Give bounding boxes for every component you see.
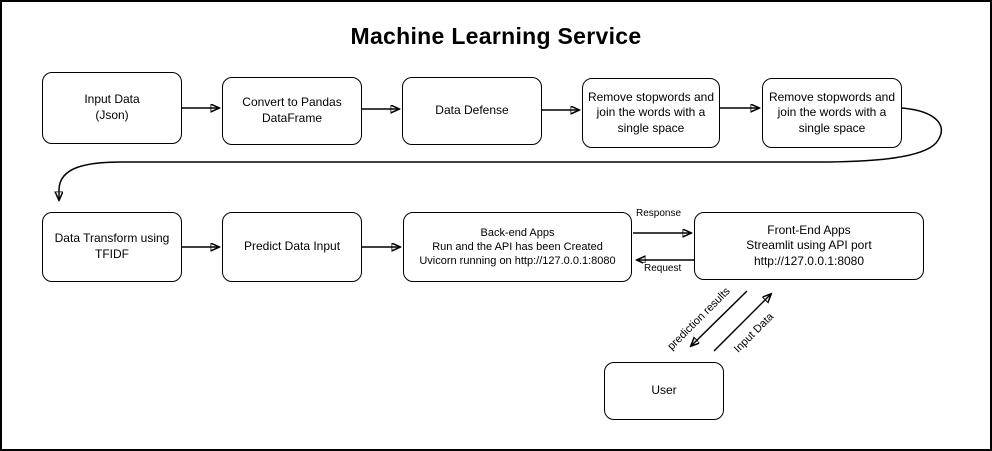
node-backend: Back-end Apps Run and the API has been C…: [403, 212, 632, 282]
node-remove-stopwords-2: Remove stopwords and join the words with…: [762, 78, 902, 148]
node-data-transform: Data Transform using TFIDF: [42, 212, 182, 282]
node-data-transform-label: Data Transform using TFIDF: [54, 231, 170, 261]
node-backend-label: Back-end Apps Run and the API has been C…: [419, 226, 616, 268]
edge-label-input-data: Input Data: [731, 310, 777, 356]
node-predict: Predict Data Input: [222, 212, 362, 282]
node-user-label: User: [651, 383, 677, 398]
node-convert-pandas: Convert to Pandas DataFrame: [222, 77, 362, 145]
node-input-data: Input Data (Json): [42, 72, 182, 144]
node-remove-stopwords-1-label: Remove stopwords and join the words with…: [587, 89, 715, 135]
node-data-defense: Data Defense: [402, 77, 542, 145]
node-frontend: Front-End Apps Streamlit using API port …: [694, 212, 924, 280]
edge-label-prediction-results: prediction results: [665, 285, 733, 353]
node-data-defense-label: Data Defense: [435, 103, 509, 118]
node-input-data-label: Input Data (Json): [84, 92, 140, 122]
node-remove-stopwords-1: Remove stopwords and join the words with…: [582, 78, 720, 148]
node-user: User: [604, 362, 724, 420]
node-predict-label: Predict Data Input: [243, 239, 341, 254]
node-frontend-label: Front-End Apps Streamlit using API port …: [746, 222, 872, 268]
edge-label-request: Request: [643, 263, 683, 274]
node-convert-pandas-label: Convert to Pandas DataFrame: [242, 95, 342, 125]
diagram-title: Machine Learning Service: [350, 23, 642, 49]
edge-label-response: Response: [635, 208, 683, 219]
node-remove-stopwords-2-label: Remove stopwords and join the words with…: [768, 89, 896, 135]
